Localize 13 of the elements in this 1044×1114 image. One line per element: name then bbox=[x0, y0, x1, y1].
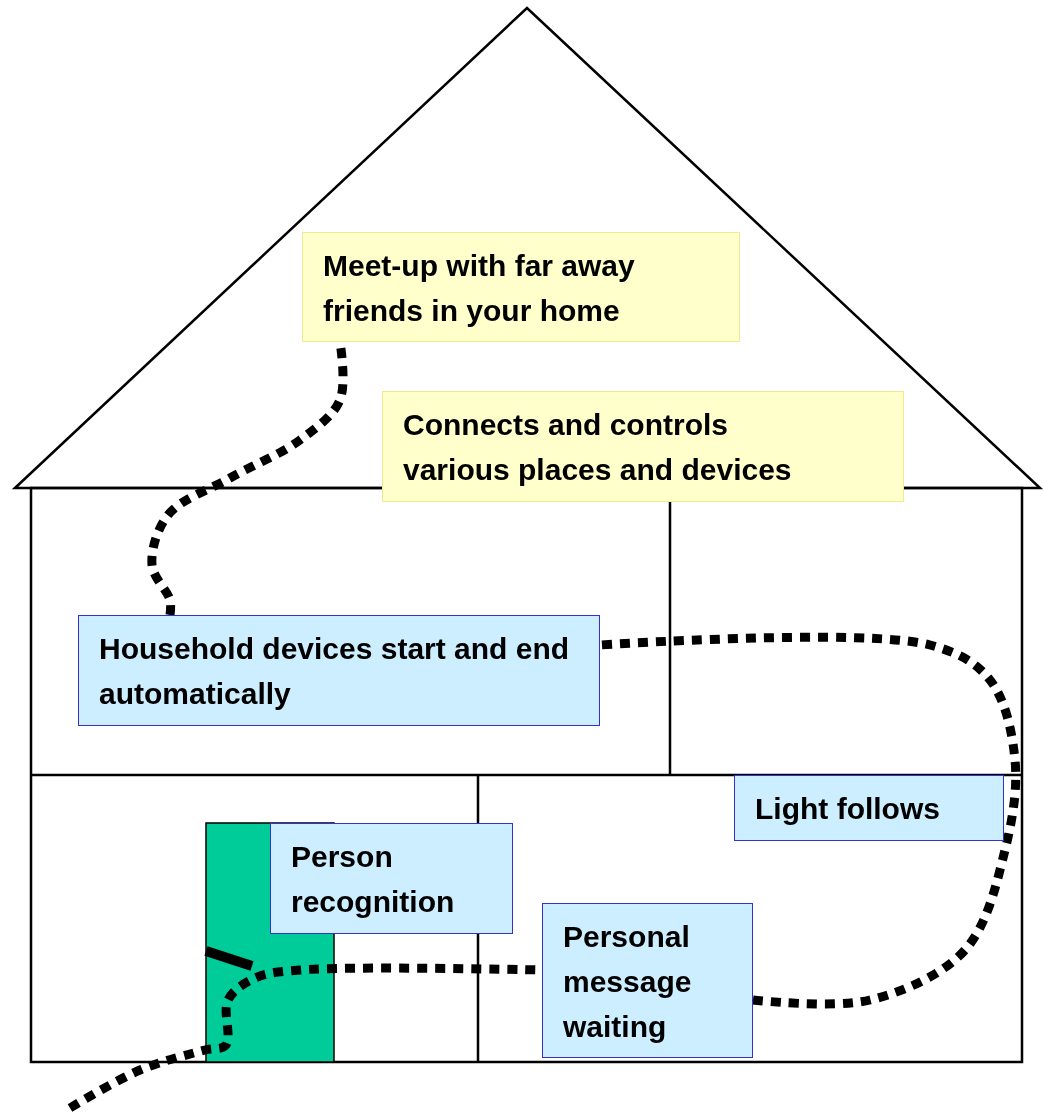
note-text: Meet-up with far away friends in your home bbox=[323, 248, 636, 329]
dotted-path bbox=[599, 632, 1021, 1009]
note-text: Connects and controls various places and devices bbox=[403, 407, 793, 488]
note-box bbox=[78, 615, 600, 726]
note-box bbox=[302, 232, 740, 342]
note-text: Person recognition bbox=[291, 839, 456, 920]
note-text: Light follows bbox=[755, 791, 941, 827]
note-box bbox=[382, 391, 904, 502]
note-box bbox=[542, 903, 753, 1058]
note-text: Household devices start and end automatically bbox=[99, 631, 571, 712]
note-text: Personal message waiting bbox=[563, 919, 693, 1045]
note-box bbox=[734, 775, 1004, 841]
note-box bbox=[270, 823, 513, 934]
